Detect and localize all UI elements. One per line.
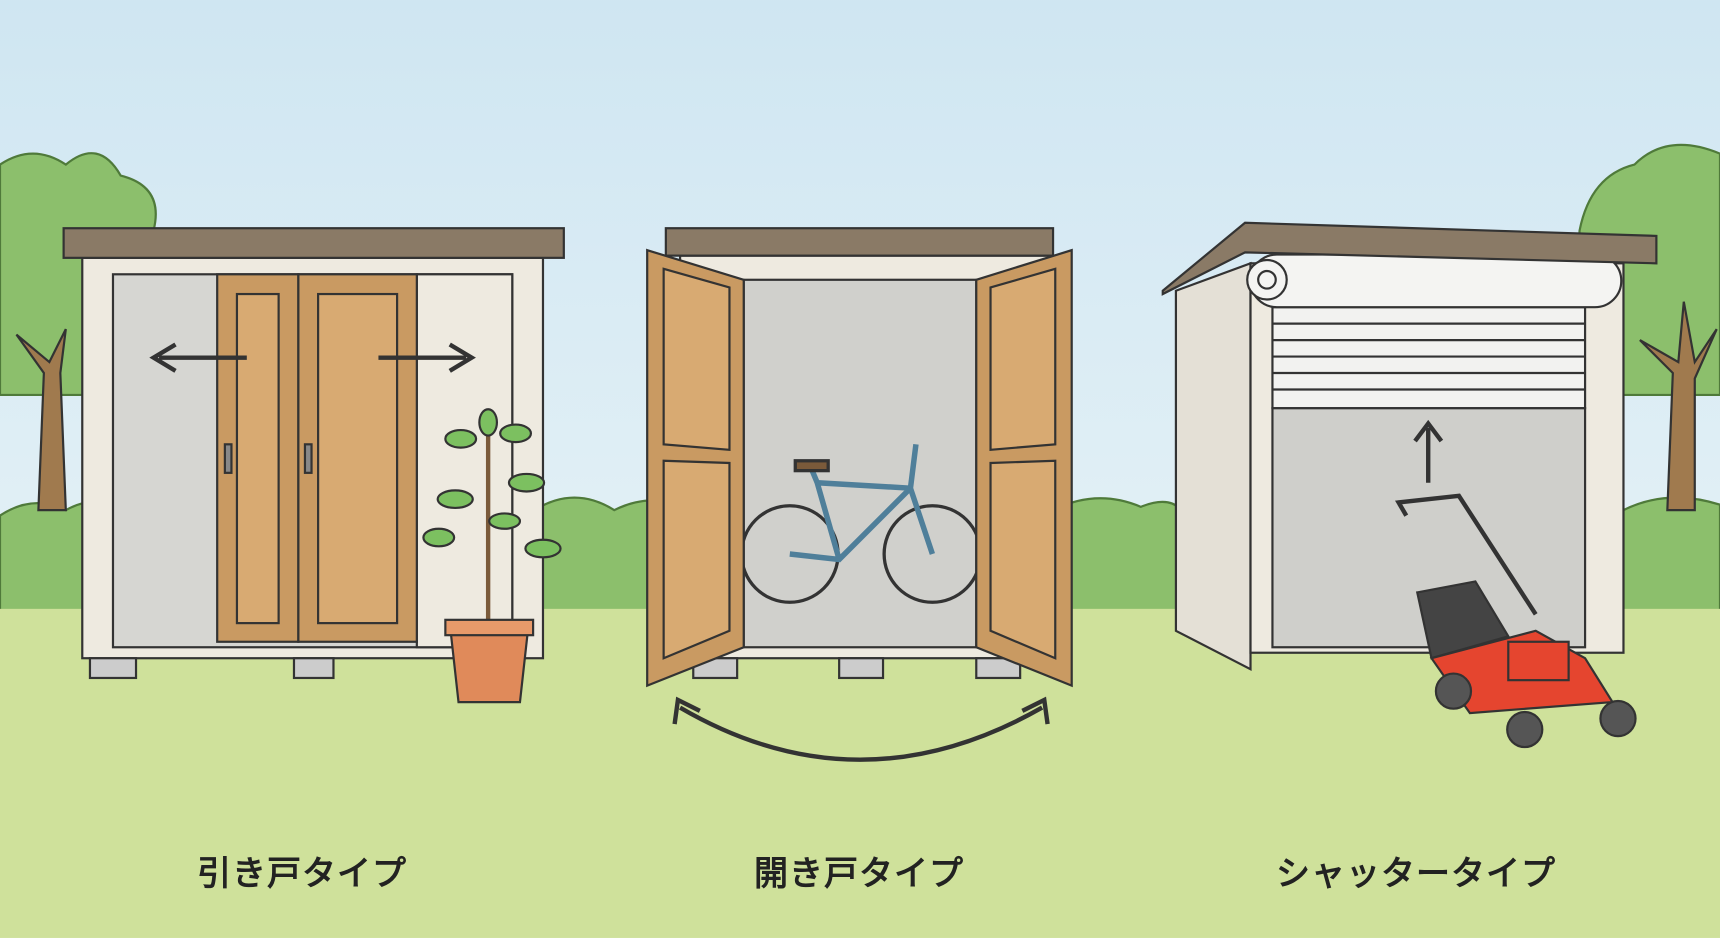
arrow-right-icon bbox=[378, 342, 476, 373]
arrow-left-icon bbox=[149, 342, 247, 373]
sliding-door-shed bbox=[62, 227, 565, 704]
hinged-door-shed bbox=[646, 227, 1073, 762]
label-sliding-door-type: 引き戸タイプ bbox=[197, 854, 407, 894]
swing-arrow-icon bbox=[678, 705, 1044, 762]
bushes bbox=[0, 496, 1720, 616]
shutter-shed bbox=[1161, 221, 1658, 749]
potted-plant bbox=[422, 408, 562, 704]
label-hinged-door-type: 開き戸タイプ bbox=[754, 854, 964, 894]
label-shutter-type: シャッタータイプ bbox=[1276, 854, 1556, 894]
lawn-mower bbox=[1394, 493, 1637, 749]
arrow-up-icon bbox=[1413, 419, 1444, 483]
